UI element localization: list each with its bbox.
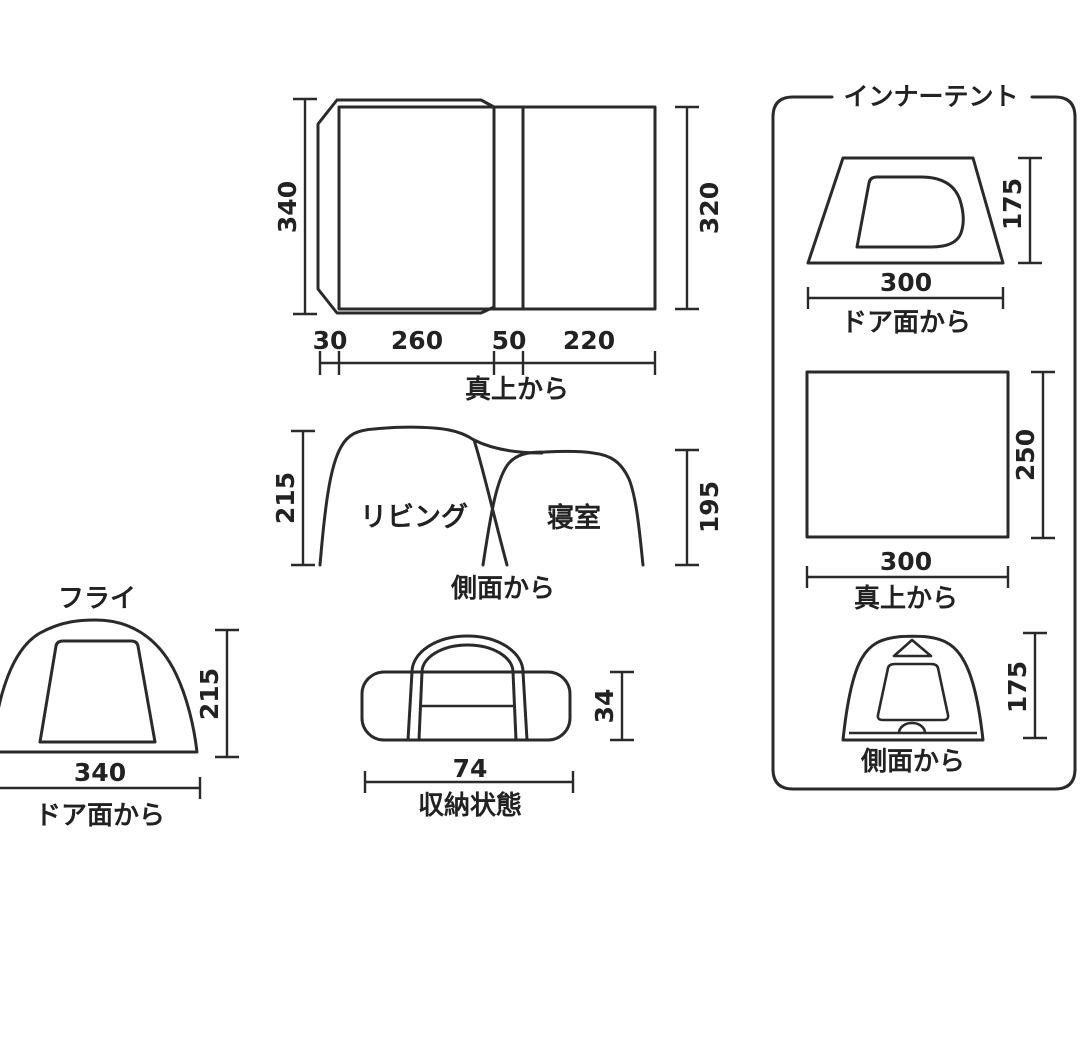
dim-storage-width: 74 xyxy=(363,754,575,793)
storage-bag-body xyxy=(360,670,572,742)
dim-value-50: 50 xyxy=(492,326,527,355)
tent-body-outline xyxy=(337,105,657,311)
storage-view: 34 74 収納状態 xyxy=(360,634,634,821)
living-room-outline xyxy=(318,425,509,567)
dim-door-height: 175 xyxy=(998,156,1042,265)
fly-title: フライ xyxy=(58,584,136,614)
fly-view: フライ 215 340 ドア面から xyxy=(0,584,239,831)
dim-value-300: 300 xyxy=(880,547,932,576)
dim-value-220: 220 xyxy=(563,326,615,355)
dim-inner-side-height: 175 xyxy=(1003,631,1047,740)
dim-value-175: 175 xyxy=(1003,661,1032,713)
fly-outer-outline xyxy=(316,98,496,315)
strap-right-inner xyxy=(511,670,518,742)
inner-tent-side-outline xyxy=(841,634,985,742)
inner-tent-door-view: 300 175 ドア面から xyxy=(806,156,1042,338)
inner-tent-side-view: 175 側面から xyxy=(841,631,1047,777)
side-view-caption: 側面から xyxy=(450,574,555,604)
handle-outer-arc xyxy=(410,634,525,674)
living-room-label: リビング xyxy=(360,501,468,533)
inner-tent-base-bump xyxy=(897,721,927,734)
dim-value-340: 340 xyxy=(273,181,302,233)
inner-tent-door-outline xyxy=(806,156,1005,265)
dim-value-215: 215 xyxy=(195,668,224,720)
dim-value-250: 250 xyxy=(1011,429,1040,481)
dim-value-34: 34 xyxy=(590,689,619,724)
dim-overall-depth-right: 320 xyxy=(675,105,724,311)
dim-value-215: 215 xyxy=(271,472,300,524)
dim-overall-depth-left: 340 xyxy=(273,97,317,316)
dim-value-195: 195 xyxy=(695,481,724,533)
inner-tent-vent-triangle xyxy=(892,638,933,658)
inner-tent-top-view: 250 300 真上から xyxy=(805,370,1055,614)
handle-inner-arc xyxy=(420,643,515,674)
fly-view-caption: ドア面から xyxy=(35,801,165,831)
inner-top-view-caption: 真上から xyxy=(854,584,958,614)
storage-view-caption: 収納状態 xyxy=(418,790,522,821)
inner-tent-floor xyxy=(805,370,1010,539)
inner-side-view-caption: 側面から xyxy=(860,747,965,777)
dim-value-30: 30 xyxy=(313,326,348,355)
bedroom-label: 寝室 xyxy=(547,502,601,534)
dim-value-260: 260 xyxy=(391,326,443,355)
dim-fly-width: 340 xyxy=(0,758,202,799)
overall-side-view: 215 195 リビング 寝室 側面から xyxy=(271,425,724,604)
dim-value-300: 300 xyxy=(880,268,932,297)
bedroom-outline xyxy=(481,449,645,567)
overall-top-view: 340 320 30 260 50 220 真上から xyxy=(273,97,724,405)
strap-left-outer xyxy=(406,670,414,742)
fly-door-outline xyxy=(38,639,157,744)
dim-value-340: 340 xyxy=(74,758,126,787)
dim-living-height: 215 xyxy=(271,429,315,567)
door-view-caption: ドア面から xyxy=(841,308,971,338)
strap-left-inner xyxy=(417,670,424,742)
dim-storage-height: 34 xyxy=(590,670,634,742)
dim-value-175: 175 xyxy=(998,178,1027,230)
dim-floor-width: 300 xyxy=(805,547,1010,588)
dim-door-width: 300 xyxy=(806,268,1005,309)
panel-border xyxy=(771,95,1077,791)
inner-tent-door-opening xyxy=(855,175,965,249)
dim-floor-depth: 250 xyxy=(1011,370,1055,540)
dim-value-74: 74 xyxy=(453,754,488,783)
dim-value-320: 320 xyxy=(695,182,724,234)
inner-tent-panel: インナーテント 300 175 ドア面から xyxy=(771,82,1077,791)
dim-fly-height: 215 xyxy=(195,628,239,759)
inner-tent-window xyxy=(876,662,950,722)
strap-right-outer xyxy=(521,670,529,742)
top-view-caption: 真上から xyxy=(465,375,569,405)
dim-overall-width: 30 260 50 220 xyxy=(313,326,657,375)
inner-tent-title: インナーテント xyxy=(843,82,1018,111)
fly-dome-outline xyxy=(0,618,199,754)
dim-bedroom-height: 195 xyxy=(675,448,724,567)
